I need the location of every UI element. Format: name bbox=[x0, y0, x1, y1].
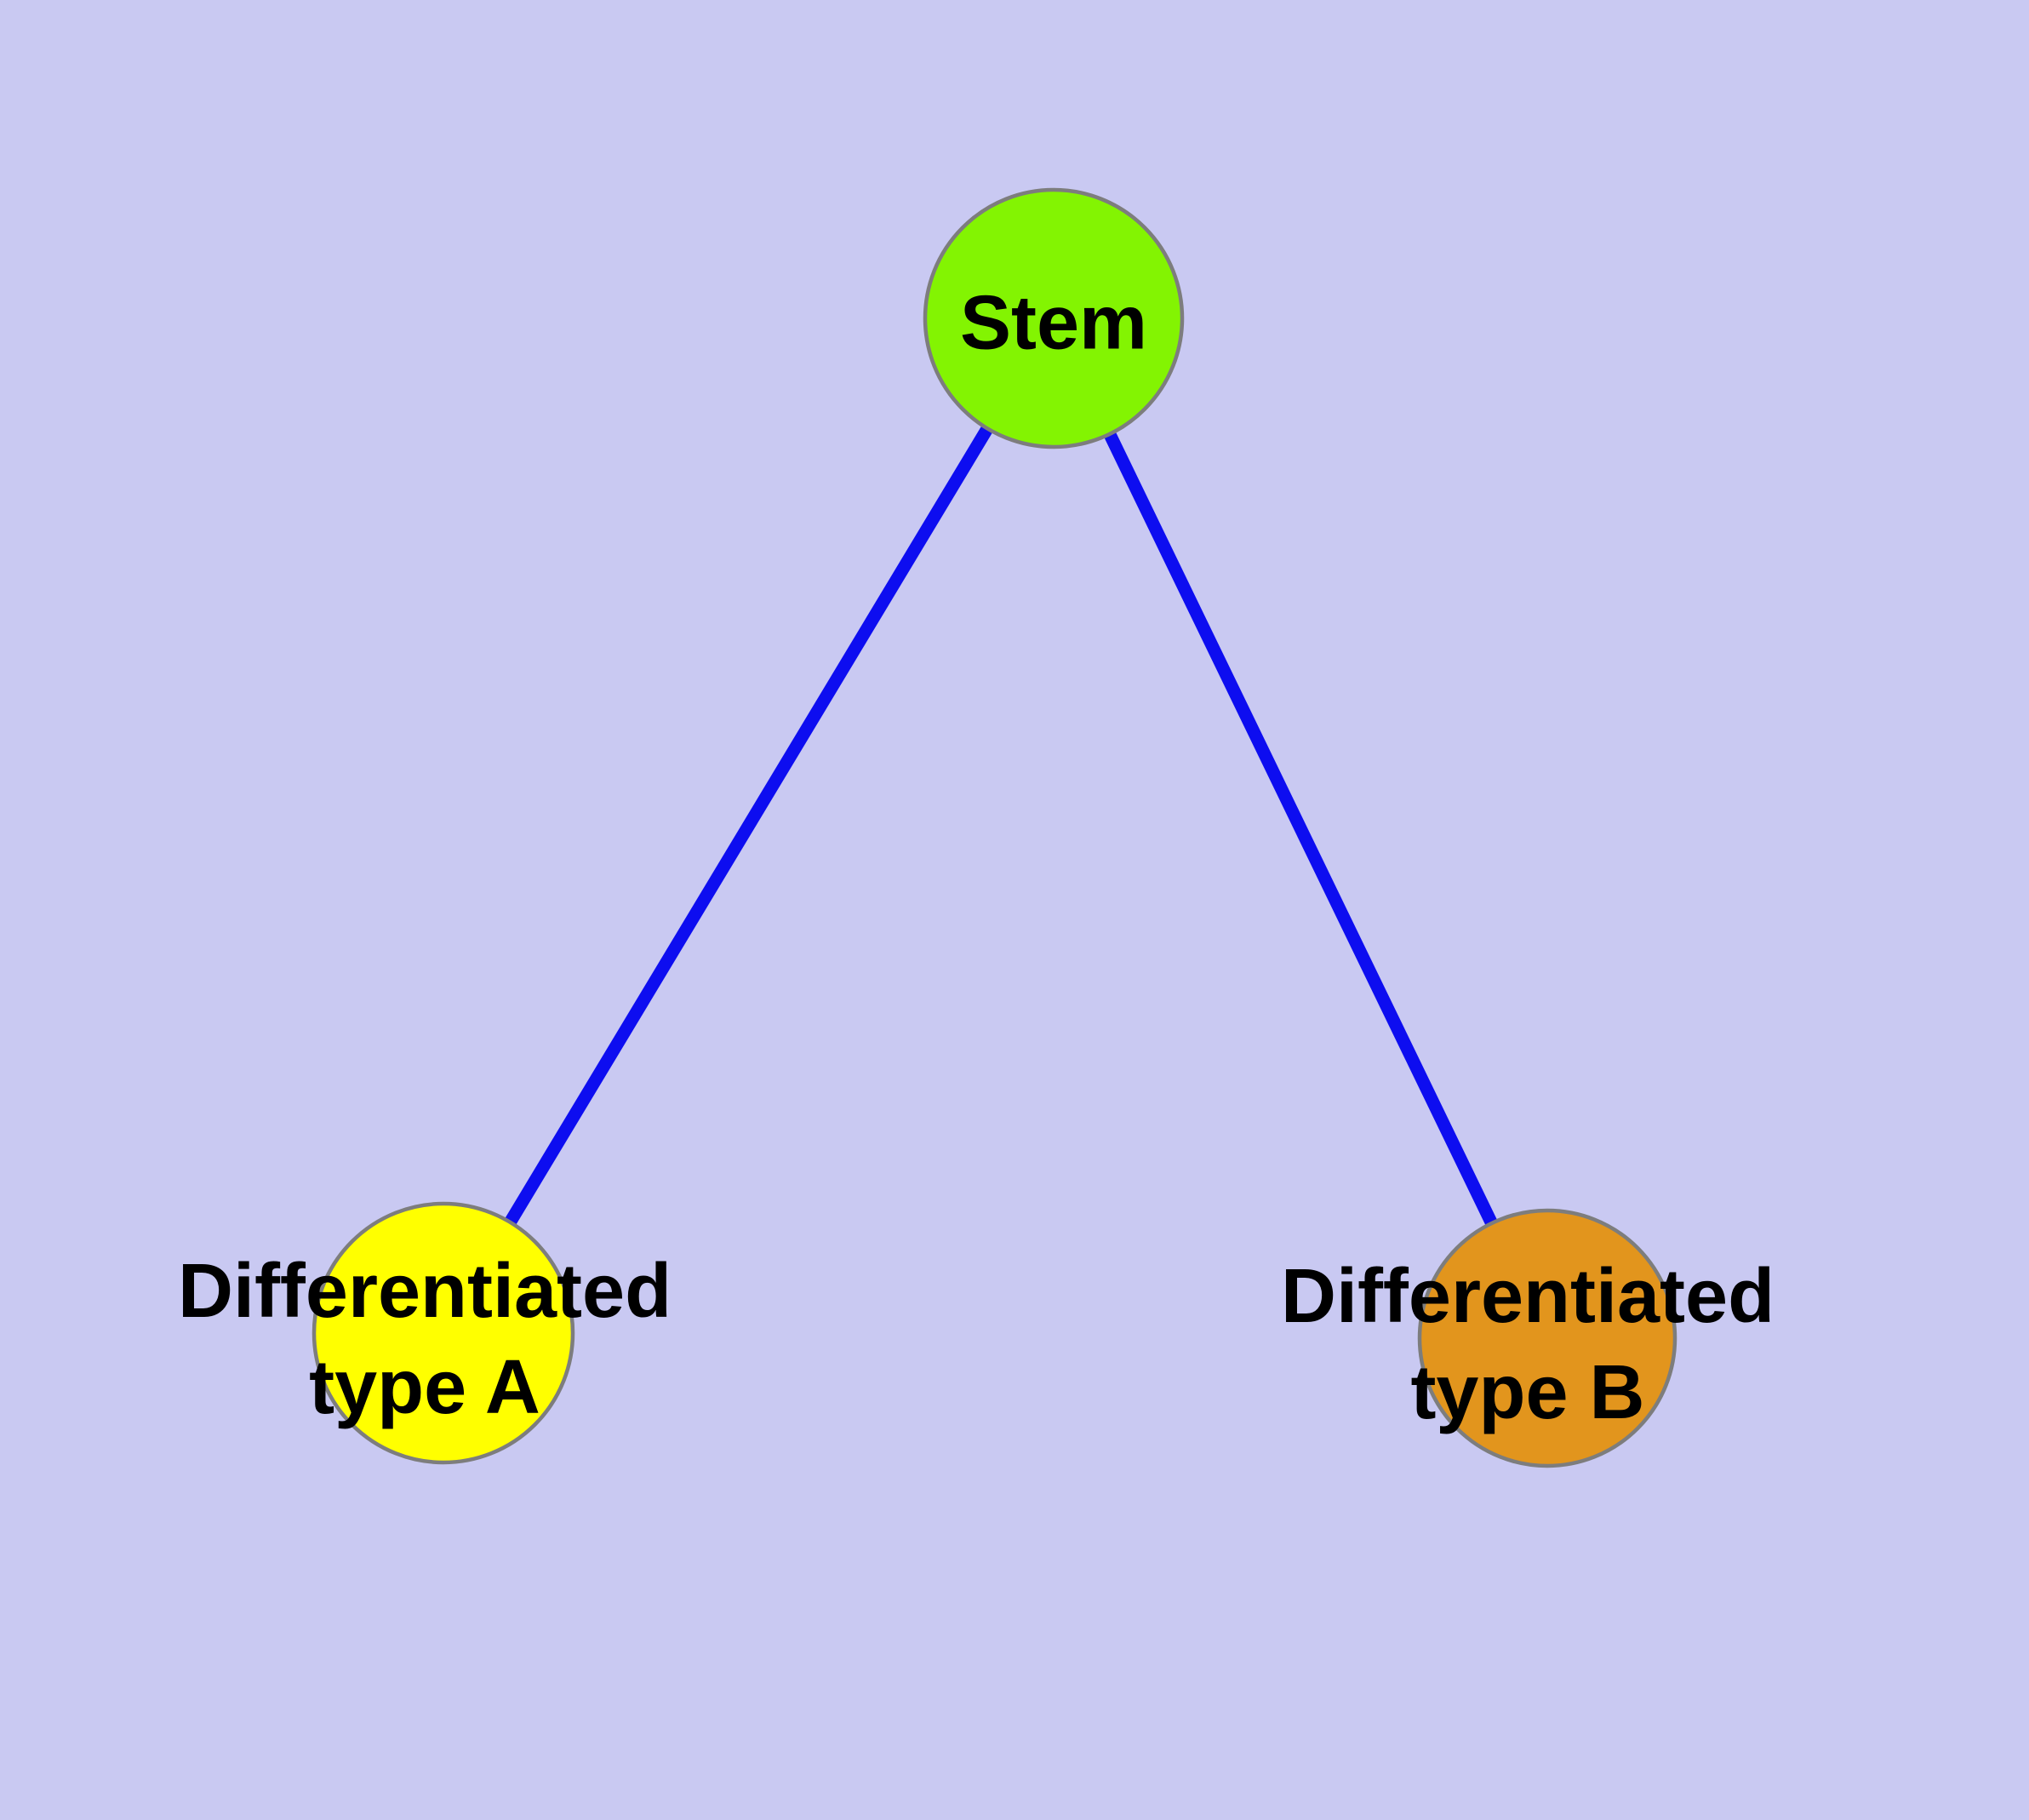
edge-stem-to-type-b bbox=[1048, 315, 1553, 1342]
stem-node-circle bbox=[923, 187, 1185, 449]
type-b-node-circle bbox=[1417, 1208, 1677, 1468]
edge-stem-to-type-a bbox=[437, 315, 1060, 1336]
type-a-node-circle bbox=[311, 1201, 575, 1465]
